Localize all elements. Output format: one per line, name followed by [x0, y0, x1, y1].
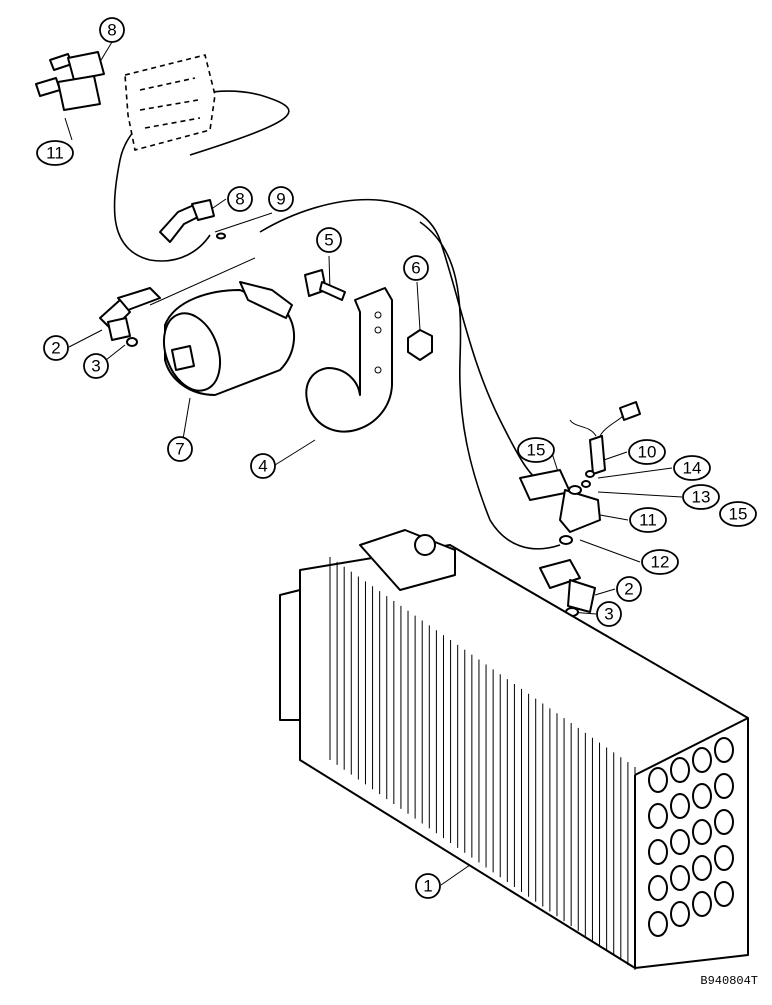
svg-text:15: 15 — [527, 441, 546, 460]
coil-end — [648, 875, 668, 901]
callout-15-right: 15 — [719, 501, 757, 527]
tee-fitting-11 — [519, 469, 601, 533]
o-rings-12-13-14 — [559, 470, 595, 545]
callout-10: 10 — [628, 439, 666, 465]
callout-7: 7 — [167, 436, 193, 462]
svg-text:6: 6 — [411, 259, 420, 278]
svg-text:11: 11 — [46, 144, 64, 163]
nut-6 — [407, 329, 433, 361]
evaporator-coil-ends — [648, 737, 734, 937]
callout-3-left: 3 — [83, 353, 109, 379]
fitting-8-top — [49, 51, 105, 81]
svg-text:2: 2 — [51, 339, 60, 358]
callout-13: 13 — [682, 484, 720, 510]
receiver-drier-7 — [162, 281, 296, 396]
svg-text:14: 14 — [683, 459, 702, 478]
coil-end — [670, 901, 690, 927]
evaporator-core-1 — [279, 529, 749, 970]
bolt-5 — [304, 269, 346, 301]
coil-end — [648, 839, 668, 865]
svg-text:10: 10 — [638, 443, 657, 462]
clamp-4 — [305, 287, 393, 433]
coil-end — [648, 803, 668, 829]
coil-end — [692, 855, 712, 881]
fitting-2-right — [539, 559, 596, 613]
coil-end — [692, 891, 712, 917]
svg-text:11: 11 — [639, 511, 657, 530]
callout-15-left: 15 — [517, 437, 555, 463]
callout-2-right: 2 — [616, 576, 642, 602]
coil-end — [692, 783, 712, 809]
callout-8-mid: 8 — [227, 186, 253, 212]
callout-4: 4 — [250, 453, 276, 479]
svg-text:5: 5 — [324, 231, 333, 250]
callout-12: 12 — [641, 549, 679, 575]
coil-end — [714, 737, 734, 763]
callout-14: 14 — [673, 455, 711, 481]
svg-text:2: 2 — [624, 580, 633, 599]
coil-end — [692, 819, 712, 845]
callout-1: 1 — [415, 873, 441, 899]
o-ring-3-left — [126, 337, 138, 347]
svg-text:3: 3 — [604, 605, 613, 624]
dashed-valve-block — [124, 54, 216, 151]
pressure-switch-10 — [569, 401, 641, 475]
svg-text:15: 15 — [729, 505, 748, 524]
hose-lines — [113, 90, 561, 550]
callout-8-top: 8 — [99, 17, 125, 43]
coil-end — [648, 911, 668, 937]
svg-text:7: 7 — [175, 440, 184, 459]
elbow-fitting-8 — [159, 199, 215, 243]
callout-11-right: 11 — [629, 507, 667, 533]
coil-end — [714, 773, 734, 799]
coil-end — [670, 757, 690, 783]
coil-end — [670, 829, 690, 855]
svg-text:1: 1 — [423, 877, 432, 896]
fitting-11-top — [35, 75, 101, 111]
callout-9: 9 — [268, 186, 294, 212]
callout-2-left: 2 — [43, 335, 69, 361]
svg-text:13: 13 — [692, 488, 711, 507]
fitting-2-left — [99, 287, 161, 341]
svg-text:4: 4 — [258, 457, 267, 476]
coil-end — [692, 747, 712, 773]
drawing-code: B940804T — [700, 974, 758, 988]
callout-6: 6 — [403, 255, 429, 281]
coil-end — [670, 793, 690, 819]
coil-end — [670, 865, 690, 891]
svg-text:8: 8 — [107, 21, 116, 40]
svg-text:8: 8 — [235, 190, 244, 209]
svg-text:3: 3 — [91, 357, 100, 376]
coil-end — [714, 845, 734, 871]
o-ring-9 — [216, 232, 226, 240]
svg-text:9: 9 — [276, 190, 285, 209]
coil-end — [714, 881, 734, 907]
evaporator-fins — [329, 557, 636, 970]
coil-end — [714, 809, 734, 835]
svg-text:12: 12 — [651, 553, 670, 572]
callout-3-right: 3 — [596, 601, 622, 627]
callout-5: 5 — [316, 227, 342, 253]
coil-end — [648, 767, 668, 793]
callout-11-top: 11 — [36, 140, 74, 166]
